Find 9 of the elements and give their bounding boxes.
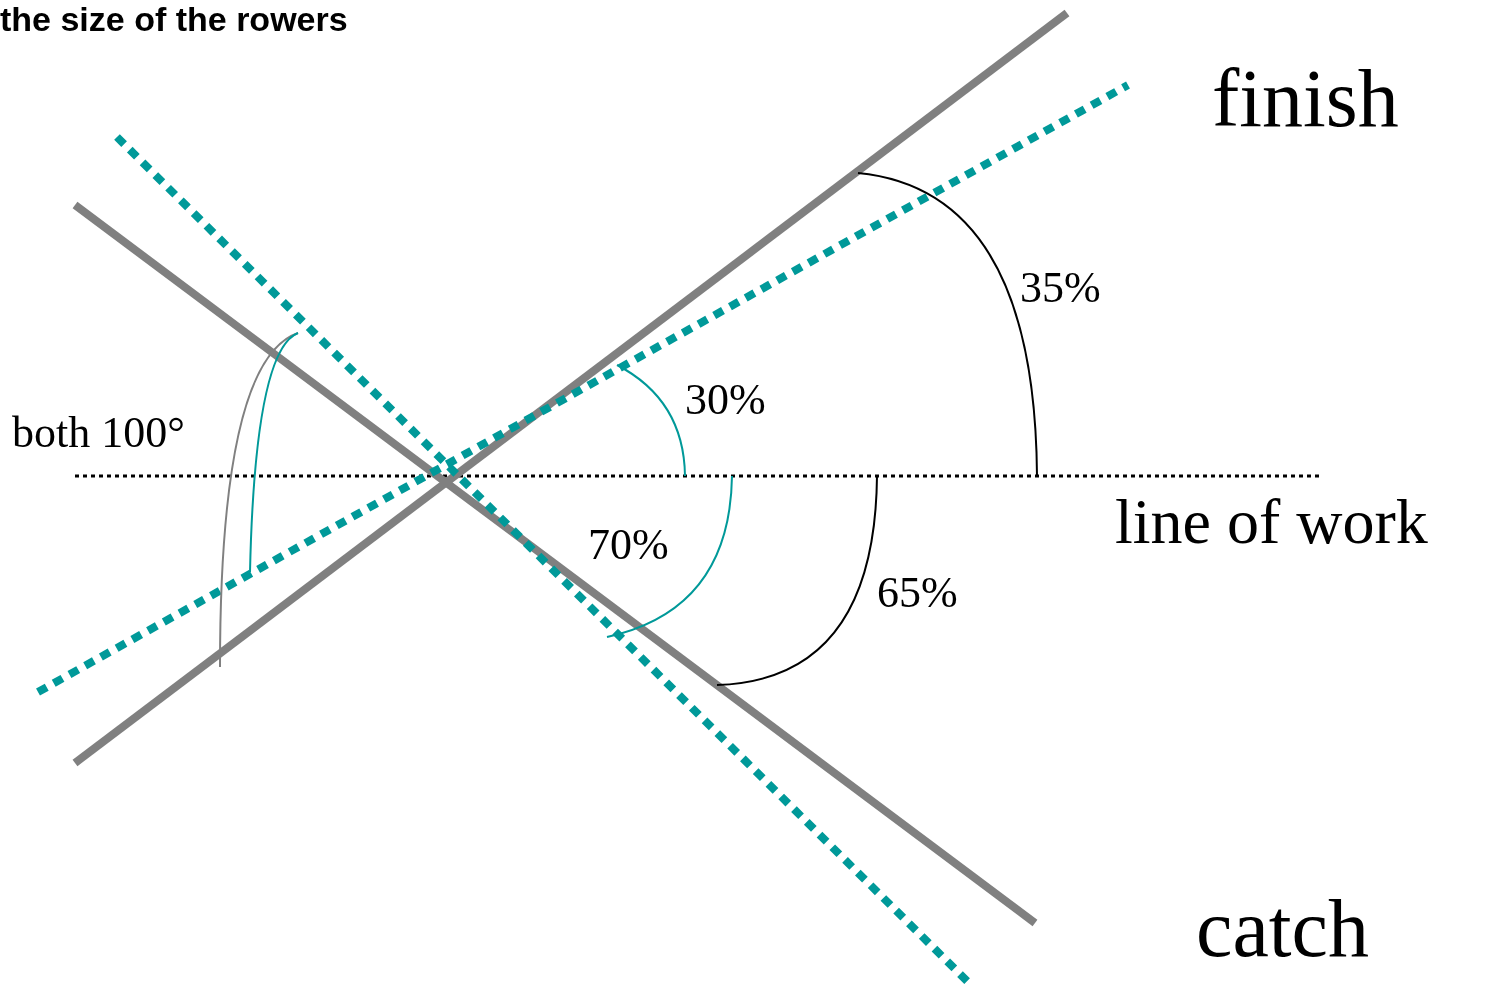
phase-label: catch	[1196, 888, 1369, 970]
angle-label: 65%	[877, 571, 958, 615]
angle-label: both 100°	[12, 411, 185, 455]
phase-label: finish	[1212, 58, 1399, 140]
angle-label: 35%	[1020, 266, 1101, 310]
line-label: line of work	[1115, 490, 1428, 554]
angle-label: 70%	[588, 523, 669, 567]
title: the size of the rowers	[0, 0, 349, 39]
angle-label: 30%	[685, 378, 766, 422]
